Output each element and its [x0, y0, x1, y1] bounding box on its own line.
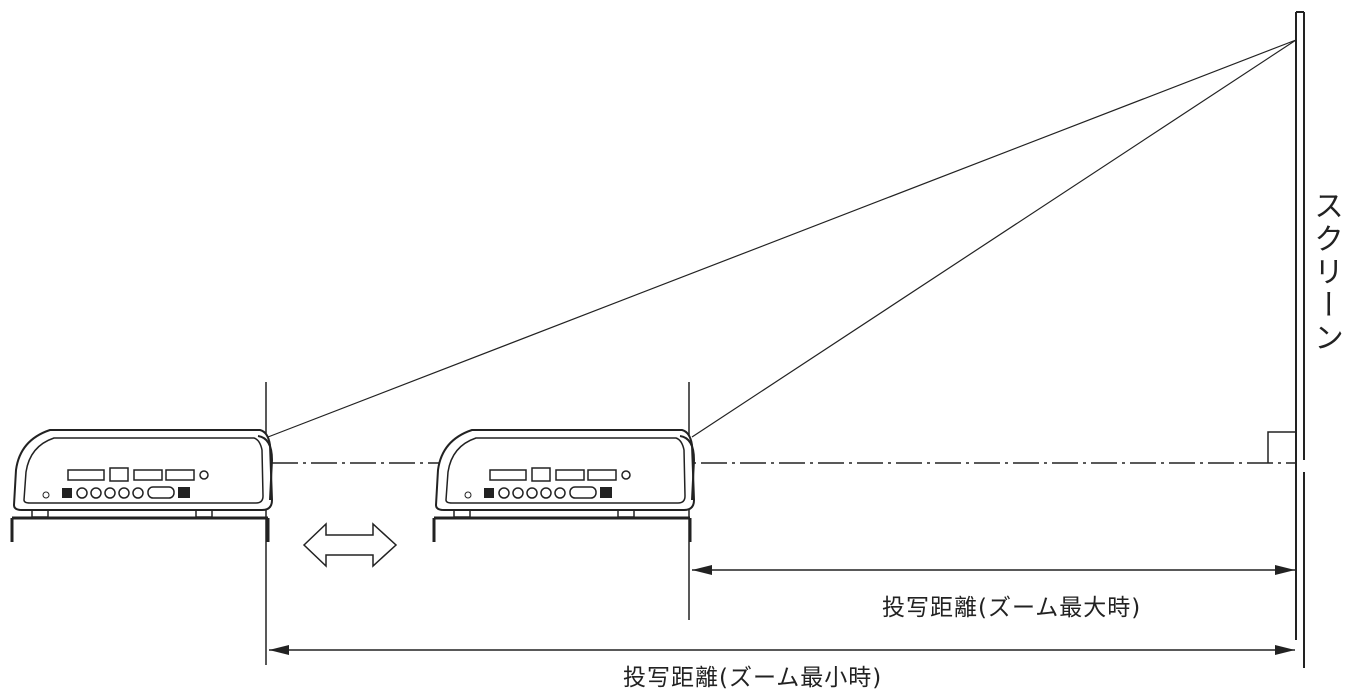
- reference-lines: [265, 382, 690, 665]
- projector-icon: [10, 428, 274, 544]
- distance-zoom-max-label: 投写距離(ズーム最大時): [882, 595, 1142, 621]
- screen-label: スクリーン: [1308, 190, 1343, 355]
- screen: [1267, 11, 1305, 668]
- projection-lines: [267, 39, 1297, 438]
- projector-icon: [432, 428, 696, 544]
- distance-zoom-min-label: 投写距離(ズーム最小時): [623, 665, 883, 691]
- double-headed-arrow-icon: [302, 522, 398, 568]
